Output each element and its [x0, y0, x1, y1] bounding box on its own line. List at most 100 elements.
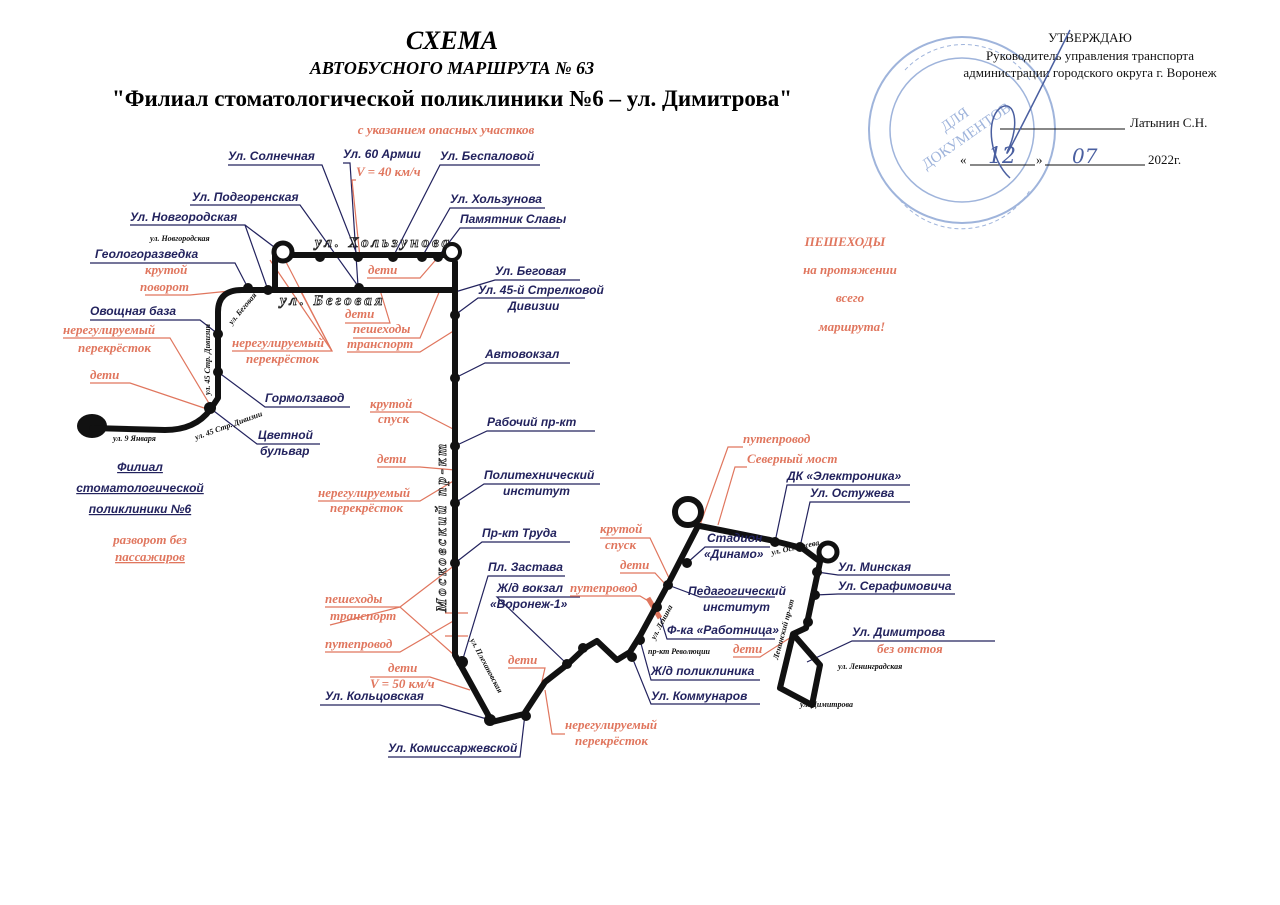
- stop-podgorenskaya: Ул. Подгоренская: [192, 190, 299, 204]
- start-terminus-label: Филиал стоматологической поликлиники №6 …: [76, 460, 204, 564]
- approval-day: 12: [988, 144, 1016, 169]
- end-terminus-name: Ул. Димитрова: [852, 625, 945, 639]
- hazard-unregulated-2: перекрёсток: [575, 733, 648, 748]
- street-holzunova: ул. Хользунова: [313, 235, 452, 251]
- end-terminus-note: без отстоя: [877, 641, 943, 656]
- stop-45-strelkovoy-2: Дивизии: [507, 299, 560, 313]
- hazard-children: дети: [345, 306, 374, 321]
- street-novgorodskaya: ул. Новгородская: [149, 234, 210, 243]
- hazard-overpass: путепровод: [570, 580, 638, 595]
- street-revolyutsii: пр-кт Революции: [648, 647, 711, 656]
- notice-line-3: всего: [836, 290, 865, 305]
- title-schema: СХЕМА: [406, 26, 498, 55]
- street-begovaya: ул. Беговая: [278, 293, 386, 309]
- hazard-children: дети: [90, 367, 119, 382]
- hazard-overpass: путепровод: [743, 431, 811, 446]
- end-terminus-label: Ул. Димитрова без отстоя: [852, 625, 945, 656]
- stop-pamyatnik-slavy: Памятник Славы: [460, 212, 567, 226]
- hazard-traffic: транспорт: [330, 608, 396, 623]
- hazard-steep-descent-2: спуск: [378, 411, 410, 426]
- stop-komissarzhevskoy: Ул. Комиссаржевской: [388, 741, 518, 755]
- title-route-number: АВТОБУСНОГО МАРШРУТА № 63: [309, 58, 594, 78]
- hazard-north-bridge: Северный мост: [747, 451, 837, 466]
- start-terminus-line-1: Филиал: [117, 460, 163, 474]
- quote-close: »: [1036, 152, 1043, 167]
- stop-poliklinika: Ж/д поликлиника: [650, 664, 755, 678]
- subtitle: с указанием опасных участков: [358, 122, 535, 137]
- stop-truda: Пр-кт Труда: [482, 526, 557, 540]
- stop-60-armii: Ул. 60 Армии: [343, 147, 422, 161]
- hazard-speed-50: V = 50 км/ч: [370, 676, 435, 691]
- hazard-unregulated: нерегулируемый: [318, 485, 410, 500]
- hazard-children: дети: [388, 660, 417, 675]
- stop-rabotnitsa: Ф-ка «Работница»: [667, 623, 779, 637]
- street-begovaya-small: ул. Беговая: [226, 291, 258, 327]
- start-terminus-line-3: поликлиники №6: [89, 502, 192, 516]
- stop-geologorazvedka: Геологоразведка: [95, 247, 199, 261]
- street-leningradskaya: ул. Ленинградская: [837, 662, 902, 671]
- hazard-children: дети: [733, 641, 762, 656]
- approval-signer: Латынин С.Н.: [1130, 115, 1207, 130]
- hazard-steep-descent: крутой: [600, 521, 642, 536]
- notice-line-2: на протяжении: [803, 262, 897, 277]
- hazard-pedestrians: пешеходы: [325, 591, 382, 606]
- hazard-steep-descent: крутой: [370, 396, 412, 411]
- stop-45-strelkovoy: Ул. 45-й Стрелковой: [478, 283, 604, 297]
- approval-position-2: администрации городского округа г. Ворон…: [963, 65, 1217, 80]
- stop-koltsovskaya: Ул. Кольцовская: [325, 689, 424, 703]
- stop-labels: Ул. Солнечная Ул. 60 Армии Ул. Беспалово…: [90, 147, 952, 755]
- stop-serafimovicha: Ул. Серафимовича: [838, 579, 952, 593]
- quote-open: «: [960, 152, 967, 167]
- stop-vokzal: Ж/д вокзал: [496, 581, 564, 595]
- stop-tsvetnoy-2: бульвар: [260, 444, 310, 458]
- street-moskovsky: Московский пр-кт: [434, 441, 450, 613]
- stop-bespalovoy: Ул. Беспаловой: [440, 149, 535, 163]
- stop-dinamo-2: «Динамо»: [704, 547, 764, 561]
- hazard-sharp-turn-2: поворот: [140, 279, 189, 294]
- hazard-overpass: путепровод: [325, 636, 393, 651]
- hazard-unregulated: нерегулируемый: [232, 335, 324, 350]
- stop-minskaya: Ул. Минская: [838, 560, 911, 574]
- stop-ped-institut-2: институт: [703, 600, 770, 614]
- approval-header: УТВЕРЖДАЮ: [1048, 30, 1132, 45]
- stop-ostuzheva: Ул. Остужева: [810, 486, 895, 500]
- stop-novgorodskaya: Ул. Новгородская: [130, 210, 237, 224]
- notice-line-1: ПЕШЕХОДЫ: [804, 234, 886, 249]
- stop-ovoshchnaya-baza: Овощная база: [90, 304, 176, 318]
- hazard-unregulated-2: перекрёсток: [246, 351, 319, 366]
- stop-elektronika: ДК «Электроника»: [786, 469, 902, 483]
- hazard-children: дети: [368, 262, 397, 277]
- hazard-unregulated: нерегулируемый: [565, 717, 657, 732]
- street-9-yanvarya: ул. 9 Января: [112, 434, 156, 443]
- start-terminus-note-2: пассажиров: [115, 549, 185, 564]
- stop-politekh: Политехнический: [484, 468, 595, 482]
- stop-dinamo: Стадион: [707, 531, 763, 545]
- hazard-labels: V = 40 км/ч дети крутой поворот нерегули…: [63, 164, 837, 748]
- stop-tsvetnoy: Цветной: [258, 428, 314, 442]
- stop-kommunarov: Ул. Коммунаров: [651, 689, 747, 703]
- hazard-pedestrians: пешеходы: [353, 321, 410, 336]
- notice-line-4: маршрута!: [818, 319, 886, 334]
- stop-gormolzavod: Гормолзавод: [265, 391, 344, 405]
- hazard-children: дети: [620, 557, 649, 572]
- approval-year: 2022г.: [1148, 152, 1181, 167]
- approval-position-1: Руководитель управления транспорта: [986, 48, 1194, 63]
- stop-zastava: Пл. Застава: [488, 560, 563, 574]
- stop-holzunova: Ул. Хользунова: [450, 192, 542, 206]
- hazard-traffic: транспорт: [347, 336, 413, 351]
- stop-vokzal-2: «Воронеж-1»: [490, 597, 568, 611]
- hazard-speed-40: V = 40 км/ч: [356, 164, 421, 179]
- hazard-children: дети: [377, 451, 406, 466]
- stop-rabochiy: Рабочий пр-кт: [487, 415, 577, 429]
- title-block: СХЕМА АВТОБУСНОГО МАРШРУТА № 63 "Филиал …: [112, 26, 792, 137]
- hazard-children: дети: [508, 652, 537, 667]
- street-45-strelkovoy: ул. 45 Стр. Дивизии: [203, 323, 212, 396]
- hazard-unregulated-2: перекрёсток: [330, 500, 403, 515]
- bus-stops: [204, 252, 822, 726]
- street-dimitrova: ул. Димитрова: [799, 700, 853, 709]
- stop-begovaya: Ул. Беговая: [495, 264, 566, 278]
- hazard-unregulated-2: перекрёсток: [78, 340, 151, 355]
- start-terminus-note-1: разворот без: [112, 532, 187, 547]
- hazard-sharp-turn: крутой: [145, 262, 187, 277]
